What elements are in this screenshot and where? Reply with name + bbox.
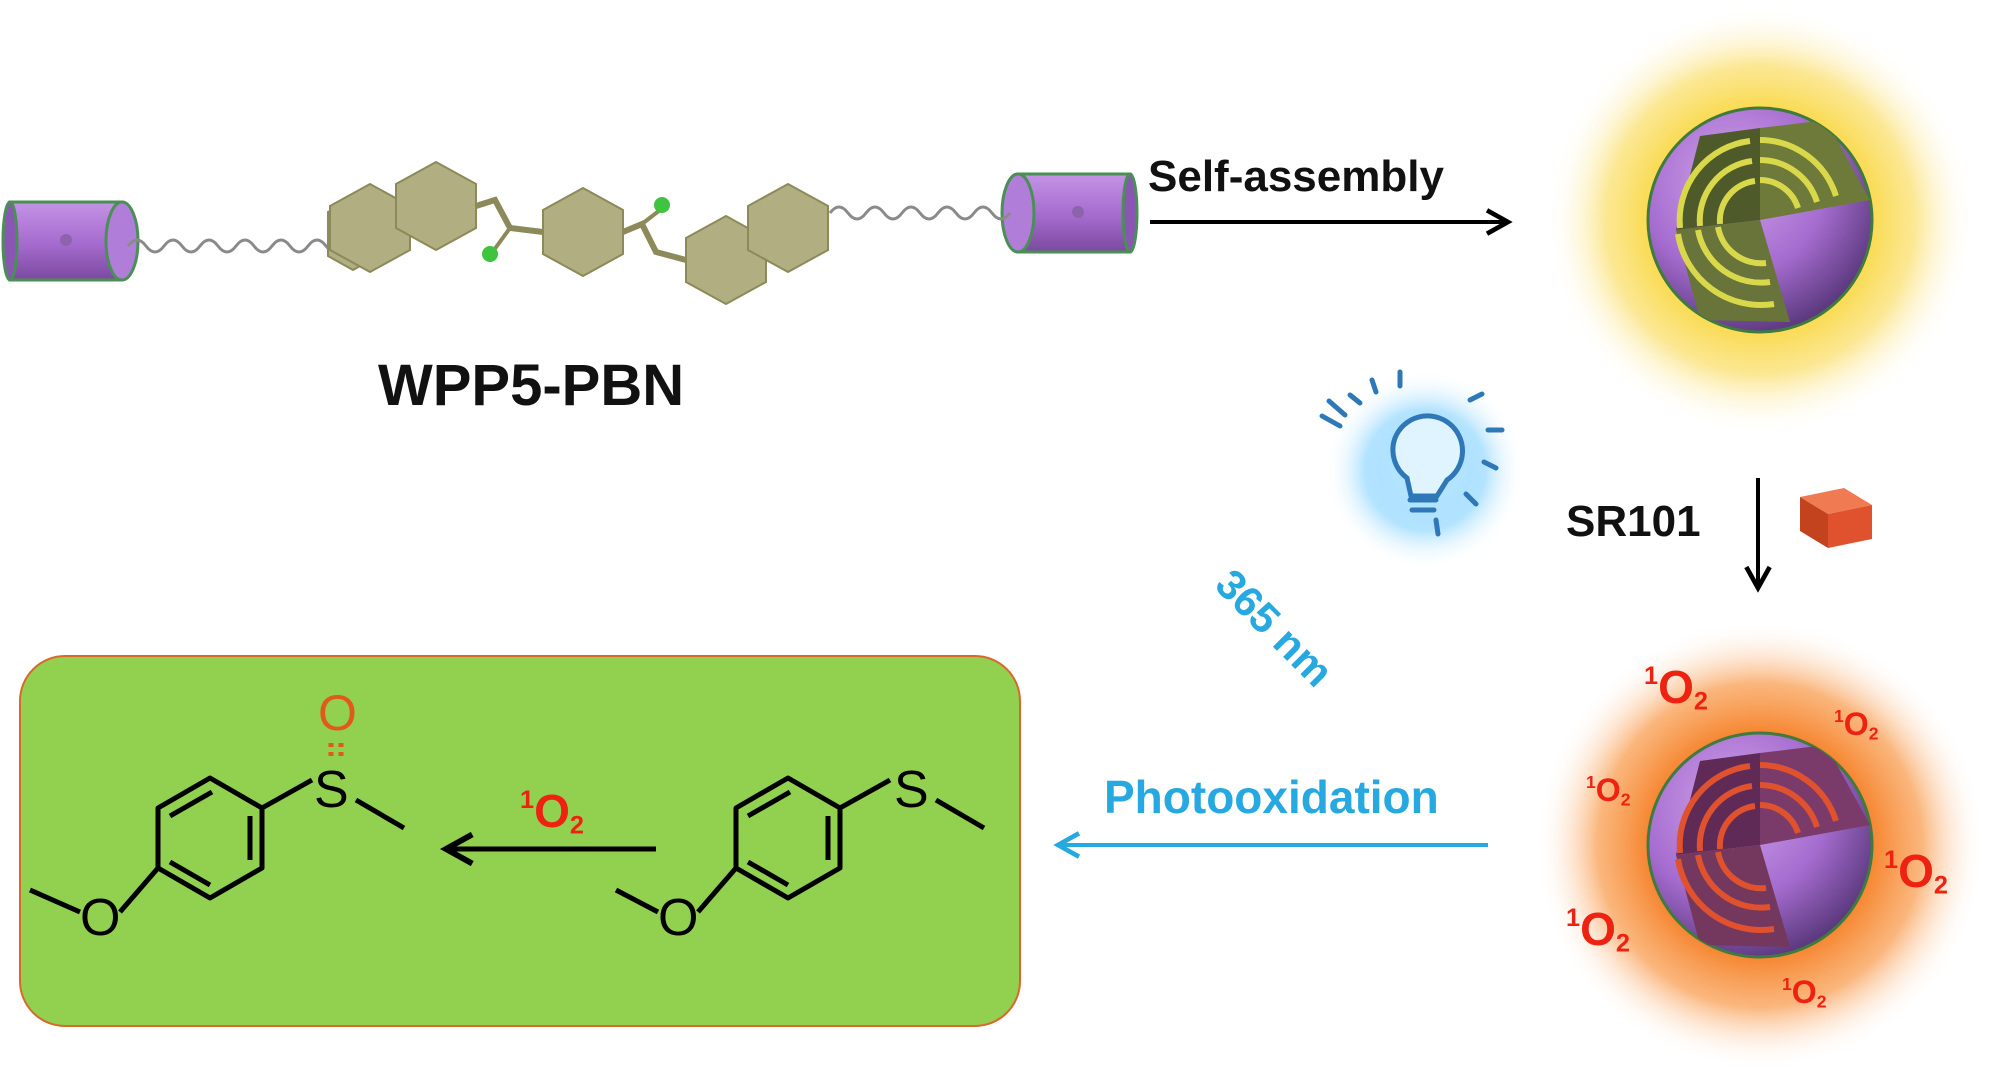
singlet-oxygen-label: 1O2 <box>1782 974 1827 1012</box>
light-bulb-icon <box>1319 369 1525 570</box>
sr101-cube-icon <box>1800 488 1872 548</box>
singlet-oxygen-label: 1O2 <box>1566 903 1630 958</box>
singlet-oxygen-label: 1O2 <box>520 785 584 840</box>
phenyl-ring <box>685 214 767 306</box>
sulfoxide-sulfur-atom: S <box>314 761 349 819</box>
photooxidation-label: Photooxidation <box>1104 771 1439 823</box>
singlet-oxygen-label: 1O2 <box>1644 661 1708 716</box>
phenyl-ring <box>329 182 411 274</box>
singlet-oxygen-label: 1O2 <box>1586 772 1631 810</box>
sr101-label: SR101 <box>1566 497 1701 546</box>
structure-sulfide <box>614 775 986 915</box>
self-assembly-label: Self-assembly <box>1148 152 1444 201</box>
pillararene-right <box>1000 172 1139 254</box>
phenyl-rings <box>327 160 829 306</box>
vinyl-linkers <box>475 196 687 263</box>
sulfide-methoxy-oxygen: O <box>658 889 699 947</box>
structure-sulfoxide <box>28 743 406 915</box>
phenyl-ring <box>395 160 477 252</box>
alkyl-chain-right <box>828 205 1012 221</box>
chloride-dots <box>482 197 670 262</box>
reaction-box <box>19 655 1021 1027</box>
molecule-wpp5-pbn <box>1 160 1139 306</box>
phenyl-ring <box>747 182 829 274</box>
pillararene-left <box>1 200 140 282</box>
singlet-oxygen-label: 1O2 <box>1834 706 1879 744</box>
alkyl-chain-left <box>126 238 346 254</box>
molecule-name: WPP5-PBN <box>378 353 685 418</box>
sulfoxide-oxygen-atom: O <box>318 685 357 741</box>
sulfide-sulfur-atom: S <box>894 761 929 819</box>
sulfoxide-methoxy-oxygen: O <box>80 889 121 947</box>
phenyl-ring <box>542 186 624 278</box>
vesicle-orange-glow <box>1535 620 1985 1068</box>
singlet-oxygen-label: 1O2 <box>1884 845 1948 900</box>
vesicle-yellow-glow <box>1545 5 1975 435</box>
